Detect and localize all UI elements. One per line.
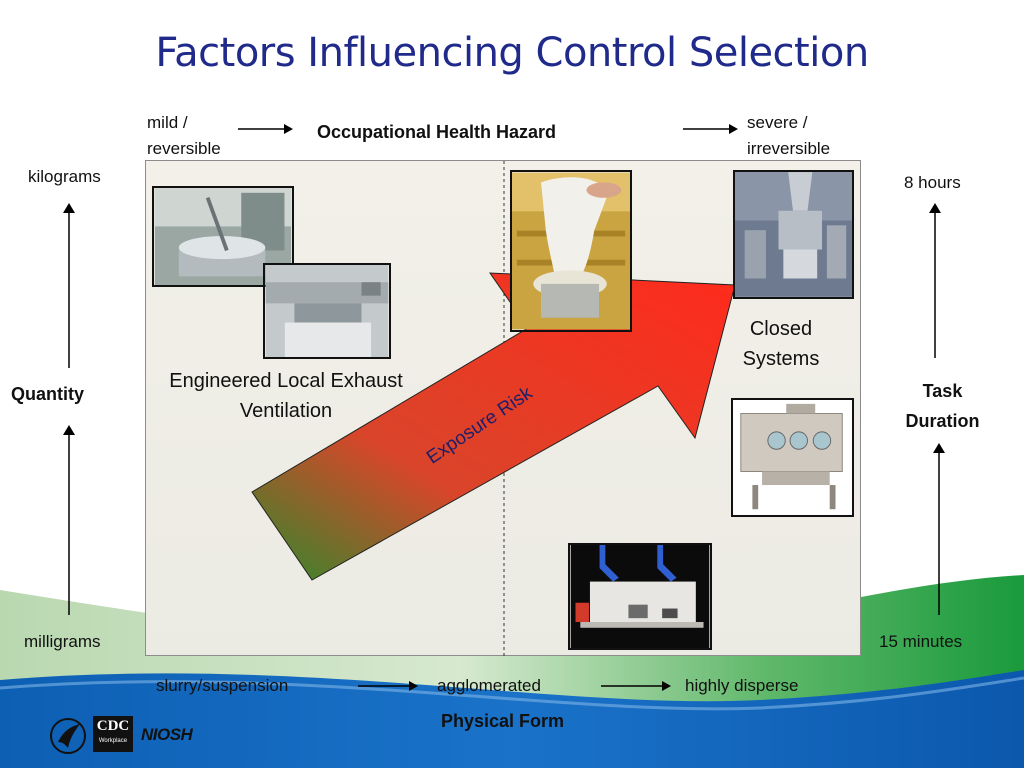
closed-system-image — [735, 172, 852, 297]
form-high-label: highly disperse — [685, 676, 799, 695]
hazard-high-label: severe / irreversible — [747, 110, 830, 162]
lev-caption: Engineered Local Exhaust Ventilation — [150, 366, 422, 426]
quantity-bottom-label: milligrams — [24, 632, 101, 651]
form-arrow-right — [601, 681, 671, 691]
closed-systems-caption: Closed Systems — [720, 314, 842, 374]
quantity-top-label: kilograms — [28, 167, 101, 186]
closed-system-photo — [733, 170, 854, 299]
quantity-arrow-up — [63, 203, 75, 368]
bag-discharge-image — [512, 172, 630, 330]
closed-caption-line2: Systems — [742, 348, 820, 370]
glovebox-image — [733, 400, 852, 515]
quantity-arrow-lower — [63, 425, 75, 615]
lev-photo-2 — [263, 263, 391, 359]
lev-photo-2-image — [265, 265, 389, 357]
ventilated-enclosure-photo — [568, 543, 712, 650]
hazard-high-line1: severe / — [747, 113, 808, 132]
lev-caption-line2: Ventilation — [239, 400, 333, 422]
hazard-arrow-left — [238, 124, 293, 134]
duration-arrow-up — [929, 203, 941, 358]
page-title: Factors Influencing Control Selection — [155, 30, 869, 76]
duration-title-line1: Task — [922, 381, 963, 401]
hazard-axis-title: Occupational Health Hazard — [317, 122, 557, 142]
form-mid-label: agglomerated — [437, 676, 541, 695]
form-axis-title: Physical Form — [441, 711, 565, 731]
cdc-logo-sub: Workplace — [98, 738, 128, 744]
niosh-logo: NIOSH — [141, 725, 193, 744]
hazard-low-label: mild / reversible — [147, 110, 221, 162]
form-low-label: slurry/suspension — [156, 676, 289, 695]
hazard-low-line1: mild / — [147, 113, 188, 132]
duration-bottom-label: 15 minutes — [879, 632, 963, 651]
duration-top-label: 8 hours — [904, 173, 961, 192]
lev-caption-line1: Engineered Local Exhaust — [169, 370, 403, 392]
closed-caption-line1: Closed — [749, 318, 813, 340]
form-arrow-left — [358, 681, 418, 691]
cdc-logo-text: CDC — [96, 718, 130, 734]
hazard-high-line2: irreversible — [747, 139, 831, 158]
cdc-logo: CDC Workplace — [93, 716, 133, 752]
hhs-eagle-logo — [50, 718, 86, 754]
hazard-arrow-right — [683, 124, 738, 134]
glovebox-photo — [731, 398, 854, 517]
hazard-low-line2: reversible — [147, 139, 221, 158]
quantity-axis-title: Quantity — [11, 384, 85, 404]
duration-title-line2: Duration — [905, 411, 980, 431]
duration-axis-title: Task Duration — [890, 376, 995, 436]
duration-arrow-lower — [933, 443, 945, 615]
bag-discharge-photo — [510, 170, 632, 332]
ventilated-enclosure-image — [570, 545, 710, 648]
